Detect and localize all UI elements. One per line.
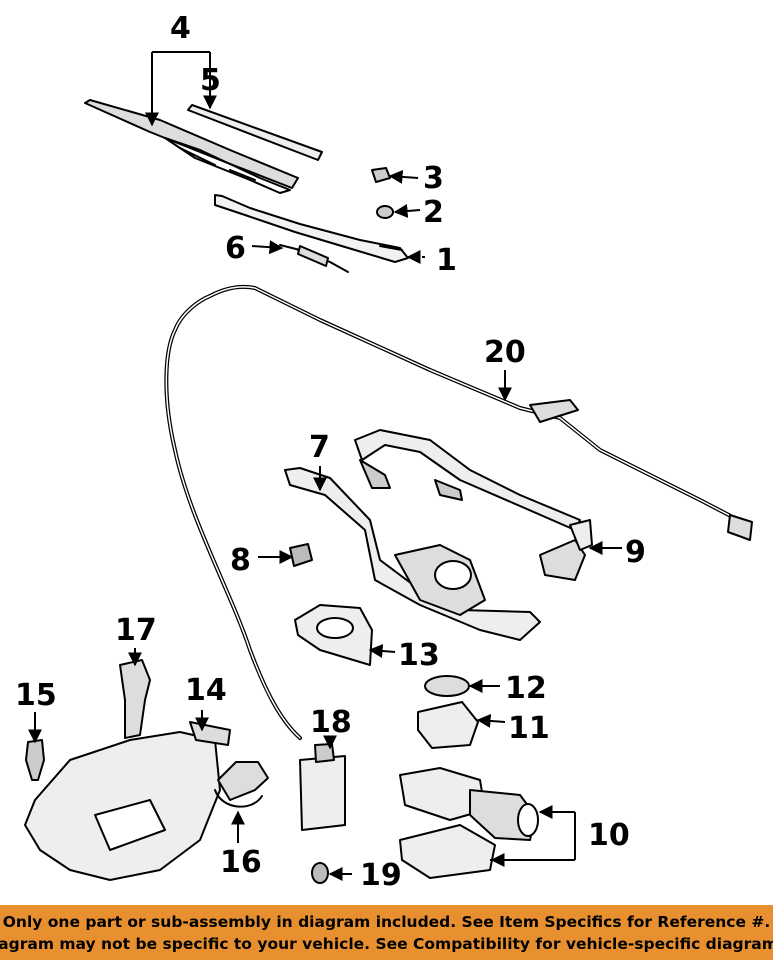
callout-10: 10 [588, 818, 630, 853]
reservoir-cap-part [214, 761, 269, 808]
motor-mount-part [417, 701, 479, 749]
callout-7: 7 [309, 430, 330, 465]
disclaimer-banner: Only one part or sub-assembly in diagram… [0, 905, 773, 960]
wiper-motor-part [399, 767, 539, 879]
callout-20: 20 [484, 335, 526, 370]
washer-hose-part [164, 284, 753, 740]
washer-pump-part [299, 743, 346, 831]
callout-16: 16 [220, 845, 262, 880]
callout-2: 2 [423, 195, 444, 230]
wiper-parts-diagram: 1 2 3 4 5 6 7 8 9 10 11 12 13 14 15 16 1… [15, 11, 753, 893]
blade-insert-part [187, 104, 323, 161]
callout-1: 1 [436, 243, 457, 278]
callout-12: 12 [505, 671, 547, 706]
callout-19: 19 [360, 858, 402, 893]
disclaimer-line-1: Only one part or sub-assembly in diagram… [2, 912, 771, 931]
cover-part [294, 604, 373, 666]
disclaimer-line-2: Diagram may not be specific to your vehi… [0, 934, 773, 953]
pivot-part [539, 519, 593, 581]
callout-4: 4 [170, 11, 191, 46]
callout-6: 6 [225, 231, 246, 266]
callout-3: 3 [423, 161, 444, 196]
callout-14: 14 [185, 673, 227, 708]
spring-part [279, 244, 349, 273]
pump-grommet-part [311, 862, 329, 884]
motor-bracket-part [394, 544, 486, 616]
callout-13: 13 [398, 638, 440, 673]
wiper-blade-part [84, 99, 299, 194]
washer-reservoir-part [24, 721, 231, 881]
linkage-part [284, 429, 581, 641]
callout-8: 8 [230, 543, 251, 578]
nut-part [376, 205, 394, 219]
cap-part [371, 167, 391, 183]
clip-part [25, 739, 45, 781]
callout-15: 15 [15, 678, 57, 713]
callout-9: 9 [625, 535, 646, 570]
callout-18: 18 [310, 705, 352, 740]
callout-11: 11 [508, 711, 550, 746]
gasket-part [424, 675, 470, 697]
callout-17: 17 [115, 613, 157, 648]
filler-neck-part [119, 659, 151, 739]
grommet-part [289, 543, 313, 567]
callout-5: 5 [200, 63, 221, 98]
